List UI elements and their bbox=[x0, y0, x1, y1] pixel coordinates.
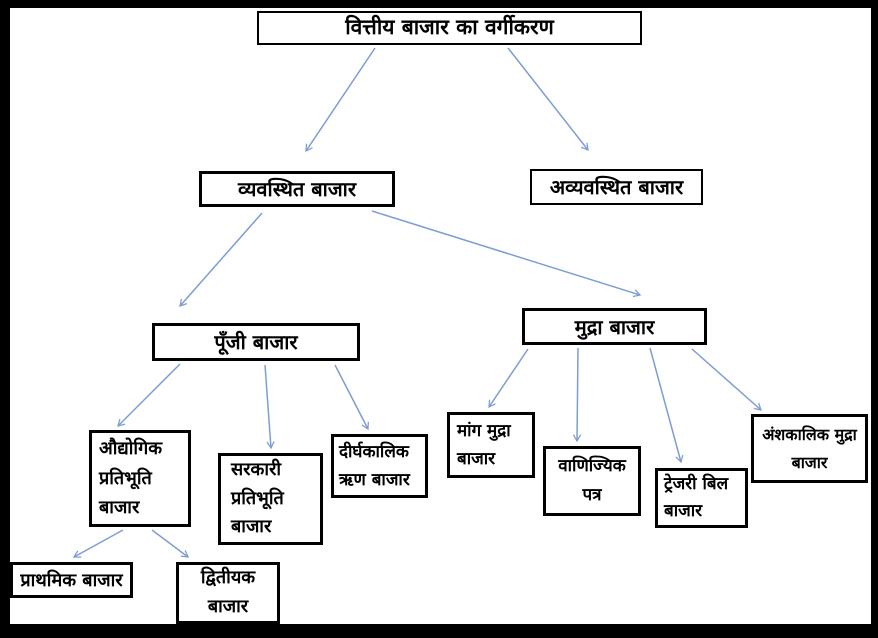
node-call-money-market: मांग मुद्रा बाजार bbox=[447, 412, 535, 478]
arrow-capital-government bbox=[264, 364, 275, 450]
arrow-money-short-term bbox=[691, 348, 762, 411]
node-unorganized-market: अव्यवस्थित बाजार bbox=[530, 169, 703, 205]
node-industrial-securities-market: औद्योगिक प्रतिभूति बाजार bbox=[89, 430, 191, 527]
arrow-money-treasury bbox=[649, 347, 684, 464]
node-money-market: मुद्रा बाजार bbox=[522, 308, 707, 345]
arrow-money-call-money bbox=[488, 348, 529, 409]
arrow-capital-industrial bbox=[117, 363, 181, 427]
node-long-term-loan-market: दीर्घकालिक ऋण बाजार bbox=[331, 434, 428, 498]
arrow-root-unorganized bbox=[507, 47, 589, 151]
node-capital-market: पूँजी बाजार bbox=[152, 323, 360, 361]
node-primary-market: प्राथमिक बाजार bbox=[10, 562, 133, 598]
arrow-organized-money bbox=[371, 210, 642, 298]
arrow-money-commercial bbox=[572, 347, 582, 443]
node-organized-market: व्यवस्थित बाजार bbox=[199, 171, 395, 207]
node-treasury-bill-market: ट्रेजरी बिल बाजार bbox=[655, 468, 748, 528]
arrow-industrial-secondary bbox=[151, 529, 190, 558]
arrow-industrial-primary bbox=[72, 529, 124, 558]
node-secondary-market: द्वितीयक बाजार bbox=[176, 562, 280, 624]
node-short-term-money-market: अंशकालिक मुद्रा बाजार bbox=[751, 414, 868, 483]
node-commercial-paper: वाणिज्यिक पत्र bbox=[543, 446, 641, 516]
arrow-organized-capital bbox=[179, 212, 263, 307]
arrow-capital-longterm bbox=[334, 364, 369, 431]
node-root: वित्तीय बाजार का वर्गीकरण bbox=[257, 11, 642, 45]
arrow-root-organized bbox=[305, 47, 376, 153]
node-government-securities-market: सरकारी प्रतिभूति बाजार bbox=[218, 453, 323, 545]
